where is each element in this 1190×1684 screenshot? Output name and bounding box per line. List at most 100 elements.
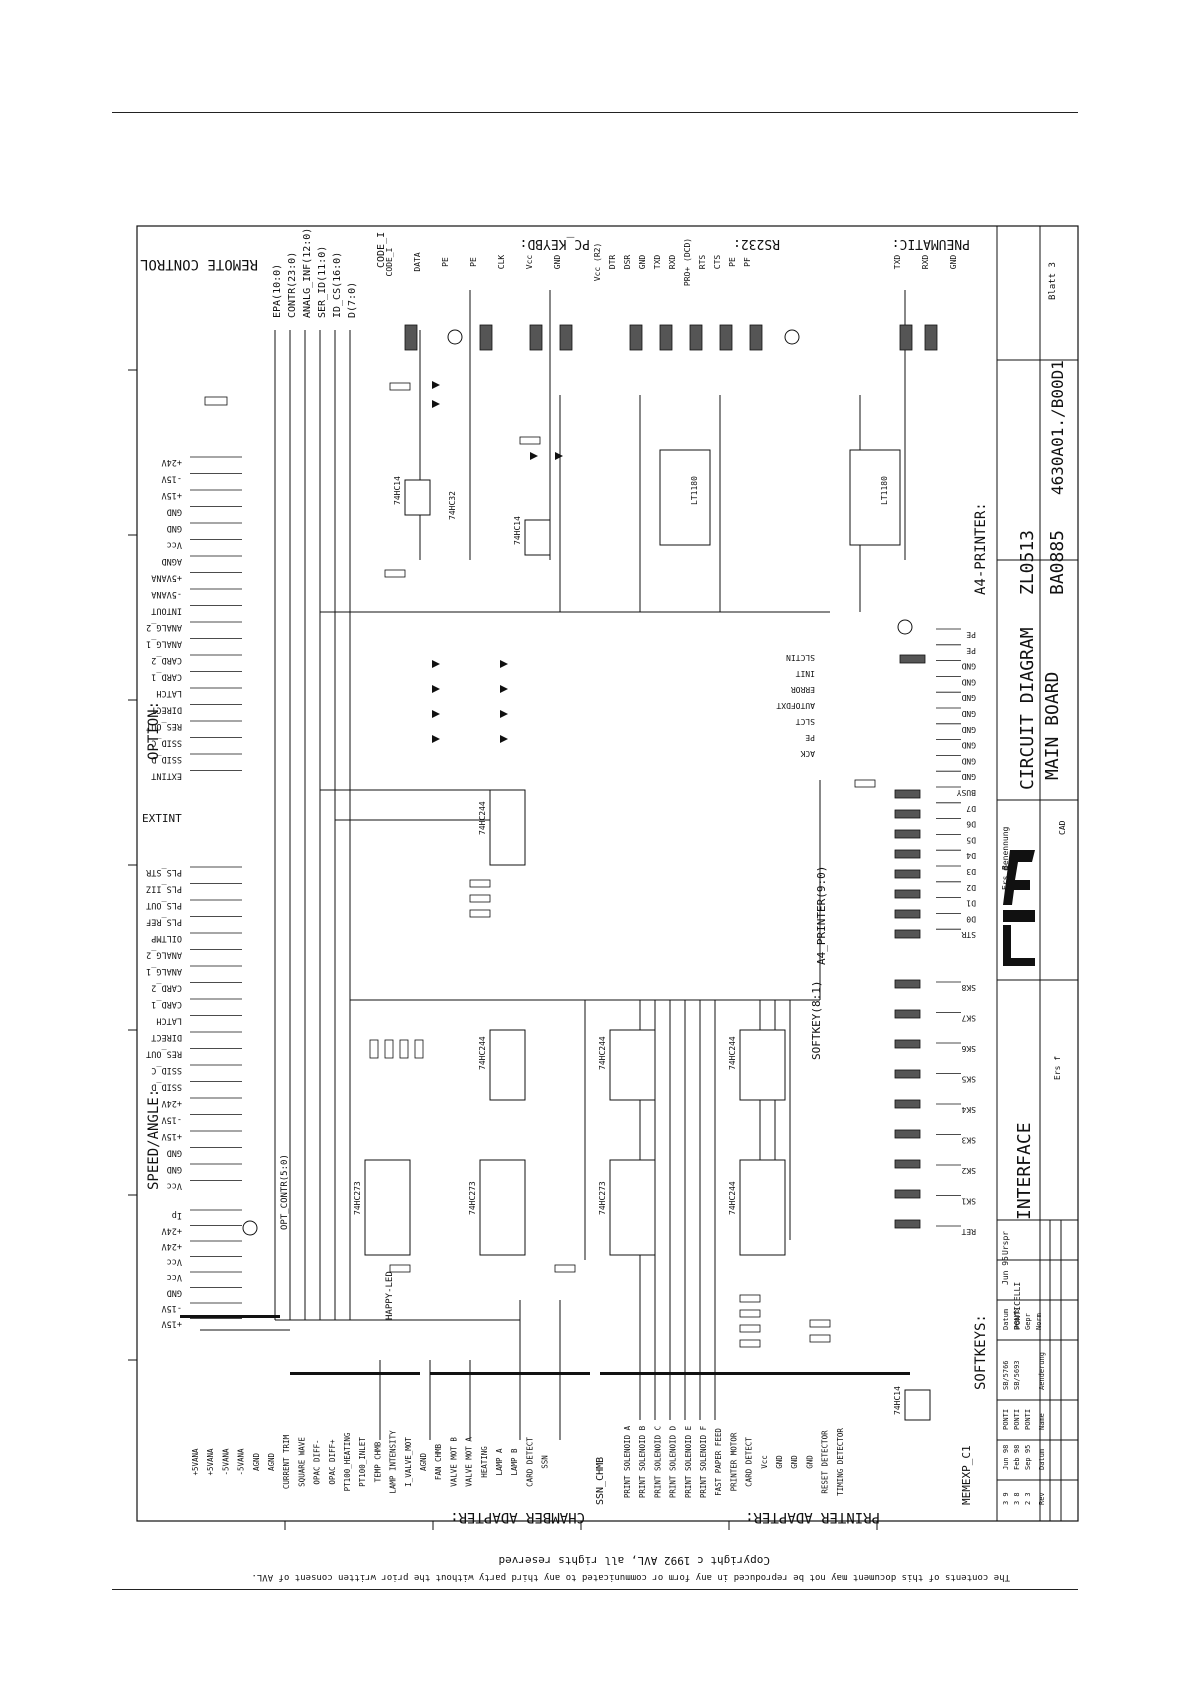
ers-d: Ers d [1001, 866, 1010, 890]
pin-label: CARD_1 [151, 672, 182, 682]
pin-label: GND [961, 677, 976, 686]
pin-label: PE [469, 257, 478, 267]
pin-label: D6 [966, 820, 976, 829]
speed-angle-label: SPEED/ANGLE: [146, 1089, 162, 1190]
chip-label: 74HC273 [598, 1181, 607, 1215]
pin-label: FAST PAPER FEED [714, 1428, 723, 1496]
pin-label: PE [728, 257, 737, 267]
pin-label: PRO+ (DCD) [683, 238, 692, 286]
zone-ticks-bottom [284, 1521, 878, 1530]
cad: CAD [1058, 820, 1067, 835]
pin-label: +24V [162, 1241, 182, 1251]
pin-label: D5 [966, 835, 976, 844]
pneumatic-label: PNEUMATIC: [892, 236, 970, 251]
chip-label: 74HC32 [448, 491, 457, 520]
author-value: PONTICELLI [1013, 1282, 1022, 1330]
printer-connector-pins: PRINT SOLENOID A PRINT SOLENOID B PRINT SO… [623, 1425, 845, 1498]
pin-label: Vcc [167, 1257, 182, 1267]
pin-label: CLK [497, 255, 506, 270]
pin-label: +5VANA [151, 573, 182, 583]
pin-label: SK1 [961, 1197, 976, 1206]
printer-adapter-label: PRINTER ADAPTER: [745, 1509, 880, 1525]
role-label: Norm [1035, 1313, 1043, 1330]
pin-label: PLS_REF [146, 917, 182, 927]
pin-label: PLS_IIZ [146, 884, 182, 894]
pin-label: INTOUT [151, 606, 182, 616]
pin-label: SK8 [961, 983, 976, 992]
pin-label: CARD_2 [151, 983, 182, 993]
top-rule [112, 112, 1078, 113]
option-connector-pins: +24V-15V+15VGNDGNDVccAGND+5VANA-5VANAINT… [146, 456, 242, 781]
bus-label: ANALG_INF(12:0) [302, 228, 313, 318]
pin-label: PT100_INLET [358, 1437, 367, 1487]
ba-number: BA0885 [1047, 530, 1068, 595]
softkeys-title: SOFTKEYS: [973, 1314, 989, 1390]
revision-cell: Sep 95 [1024, 1445, 1032, 1470]
ic-74hc244-b [489, 1029, 526, 1101]
pin-label: AGND [162, 556, 182, 566]
revision-cell: 3 9 [1002, 1492, 1010, 1505]
pin-label: Vcc (R2) [593, 243, 602, 282]
pin-label: LATCH [156, 688, 182, 698]
title-block [997, 226, 1078, 1521]
ic-74hc273-c [609, 1159, 656, 1256]
pin-label: PRINT SOLENOID E [684, 1425, 693, 1498]
pin-label: GND [961, 662, 976, 671]
pin-label: DIRECT [151, 1032, 182, 1042]
pin-label: PRINT SOLENOID A [623, 1425, 632, 1498]
pin-label: PRINT SOLENOID F [699, 1425, 708, 1498]
pin-label: CODE_I [385, 247, 394, 276]
ic-74hc14-a [404, 479, 431, 516]
pin-label: TEMP CHMB [373, 1441, 382, 1482]
pin-label: GND [167, 523, 182, 533]
pin-label: AGND [419, 1452, 428, 1471]
pin-label: -5VANA [151, 589, 182, 599]
pin-label: -5VANA [221, 1448, 230, 1476]
pin-label: PT100_HEATING [343, 1432, 352, 1491]
filter-blocks [404, 324, 938, 1229]
pin-label: CARD DETECT [745, 1437, 754, 1487]
pin-label: TIMING DETECTOR [836, 1428, 845, 1496]
bus-label: CONTR(23:0) [287, 252, 298, 318]
pin-label: CURRENT TRIM [282, 1434, 291, 1489]
pin-label: SK3 [961, 1136, 976, 1145]
pin-label: VALVE MOT B [449, 1437, 458, 1487]
ic-74hc244-d [739, 1029, 786, 1101]
pin-label: -15V [162, 474, 182, 484]
pin-label: CTS [713, 255, 722, 270]
rs232-label: RS232: [733, 236, 780, 251]
resistors [204, 382, 876, 1348]
pin-label: SSID_C [151, 738, 182, 748]
interface-title: INTERFACE [1014, 1122, 1035, 1220]
blatt-number: Blatt 3 [1048, 262, 1058, 300]
pin-label: CARD_1 [151, 999, 182, 1009]
pin-label: SSN [541, 1455, 550, 1469]
pin-label: GND [805, 1455, 814, 1469]
pin-label: +15V [162, 490, 182, 500]
pin-label: AGND [252, 1452, 261, 1471]
pin-label: PRINT SOLENOID B [638, 1425, 647, 1498]
pin-label: Vcc [167, 540, 182, 550]
pin-label: SK4 [961, 1105, 976, 1114]
pin-label: +15V [162, 1319, 182, 1329]
chip-label: LT1180 [880, 476, 889, 505]
circuit-diagram-title: CIRCUIT DIAGRAM [1017, 627, 1038, 790]
legal-text: The contents of this document may not be… [251, 1572, 1010, 1582]
connector-bars [180, 1315, 910, 1375]
option-label: OPTION: [146, 701, 162, 760]
pin-label: SK6 [961, 1044, 976, 1053]
revision-cell: Jun 98 [1002, 1445, 1010, 1470]
softkey-bus-label: SOFTKEY(8:1) [810, 981, 823, 1060]
pin-label: LATCH [156, 1016, 182, 1026]
a4-printer-bus-label: A4_PRINTER(9:0) [815, 866, 828, 965]
bus-label: ID_CS(16:0) [332, 252, 343, 318]
role-label: Datum [1002, 1309, 1010, 1330]
bottom-rule [112, 1589, 1078, 1590]
pin-label: Vcc [167, 1272, 182, 1282]
pin-label: D7 [966, 804, 976, 813]
pin-label: GND [167, 1164, 182, 1174]
revision-cell: 2 3 [1024, 1492, 1032, 1505]
pin-label: SSID_C [151, 1065, 182, 1075]
